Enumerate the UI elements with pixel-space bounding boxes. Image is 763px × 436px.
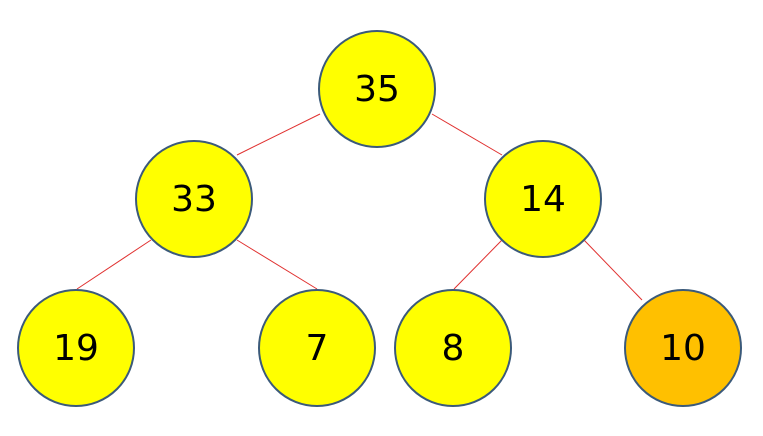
node-value: 7: [305, 327, 329, 369]
tree-node-right-left: 8: [394, 289, 512, 407]
node-value: 8: [441, 327, 465, 369]
tree-node-left-left: 19: [17, 289, 135, 407]
node-value: 14: [520, 178, 566, 220]
edge-right-right-right: [583, 239, 643, 301]
edge-right-right-left: [453, 239, 503, 290]
edge-left-left-right: [236, 239, 318, 290]
tree-node-right-right: 10: [624, 289, 742, 407]
tree-node-left-right: 7: [258, 289, 376, 407]
edge-left-left-left: [76, 239, 152, 290]
node-value: 10: [660, 327, 706, 369]
edge-root-right: [431, 113, 503, 156]
edge-root-left: [236, 113, 321, 156]
tree-node-left: 33: [135, 140, 253, 258]
tree-node-right: 14: [484, 140, 602, 258]
tree-node-root: 35: [318, 30, 436, 148]
node-value: 19: [53, 327, 99, 369]
node-value: 33: [171, 178, 217, 220]
node-value: 35: [354, 68, 400, 110]
